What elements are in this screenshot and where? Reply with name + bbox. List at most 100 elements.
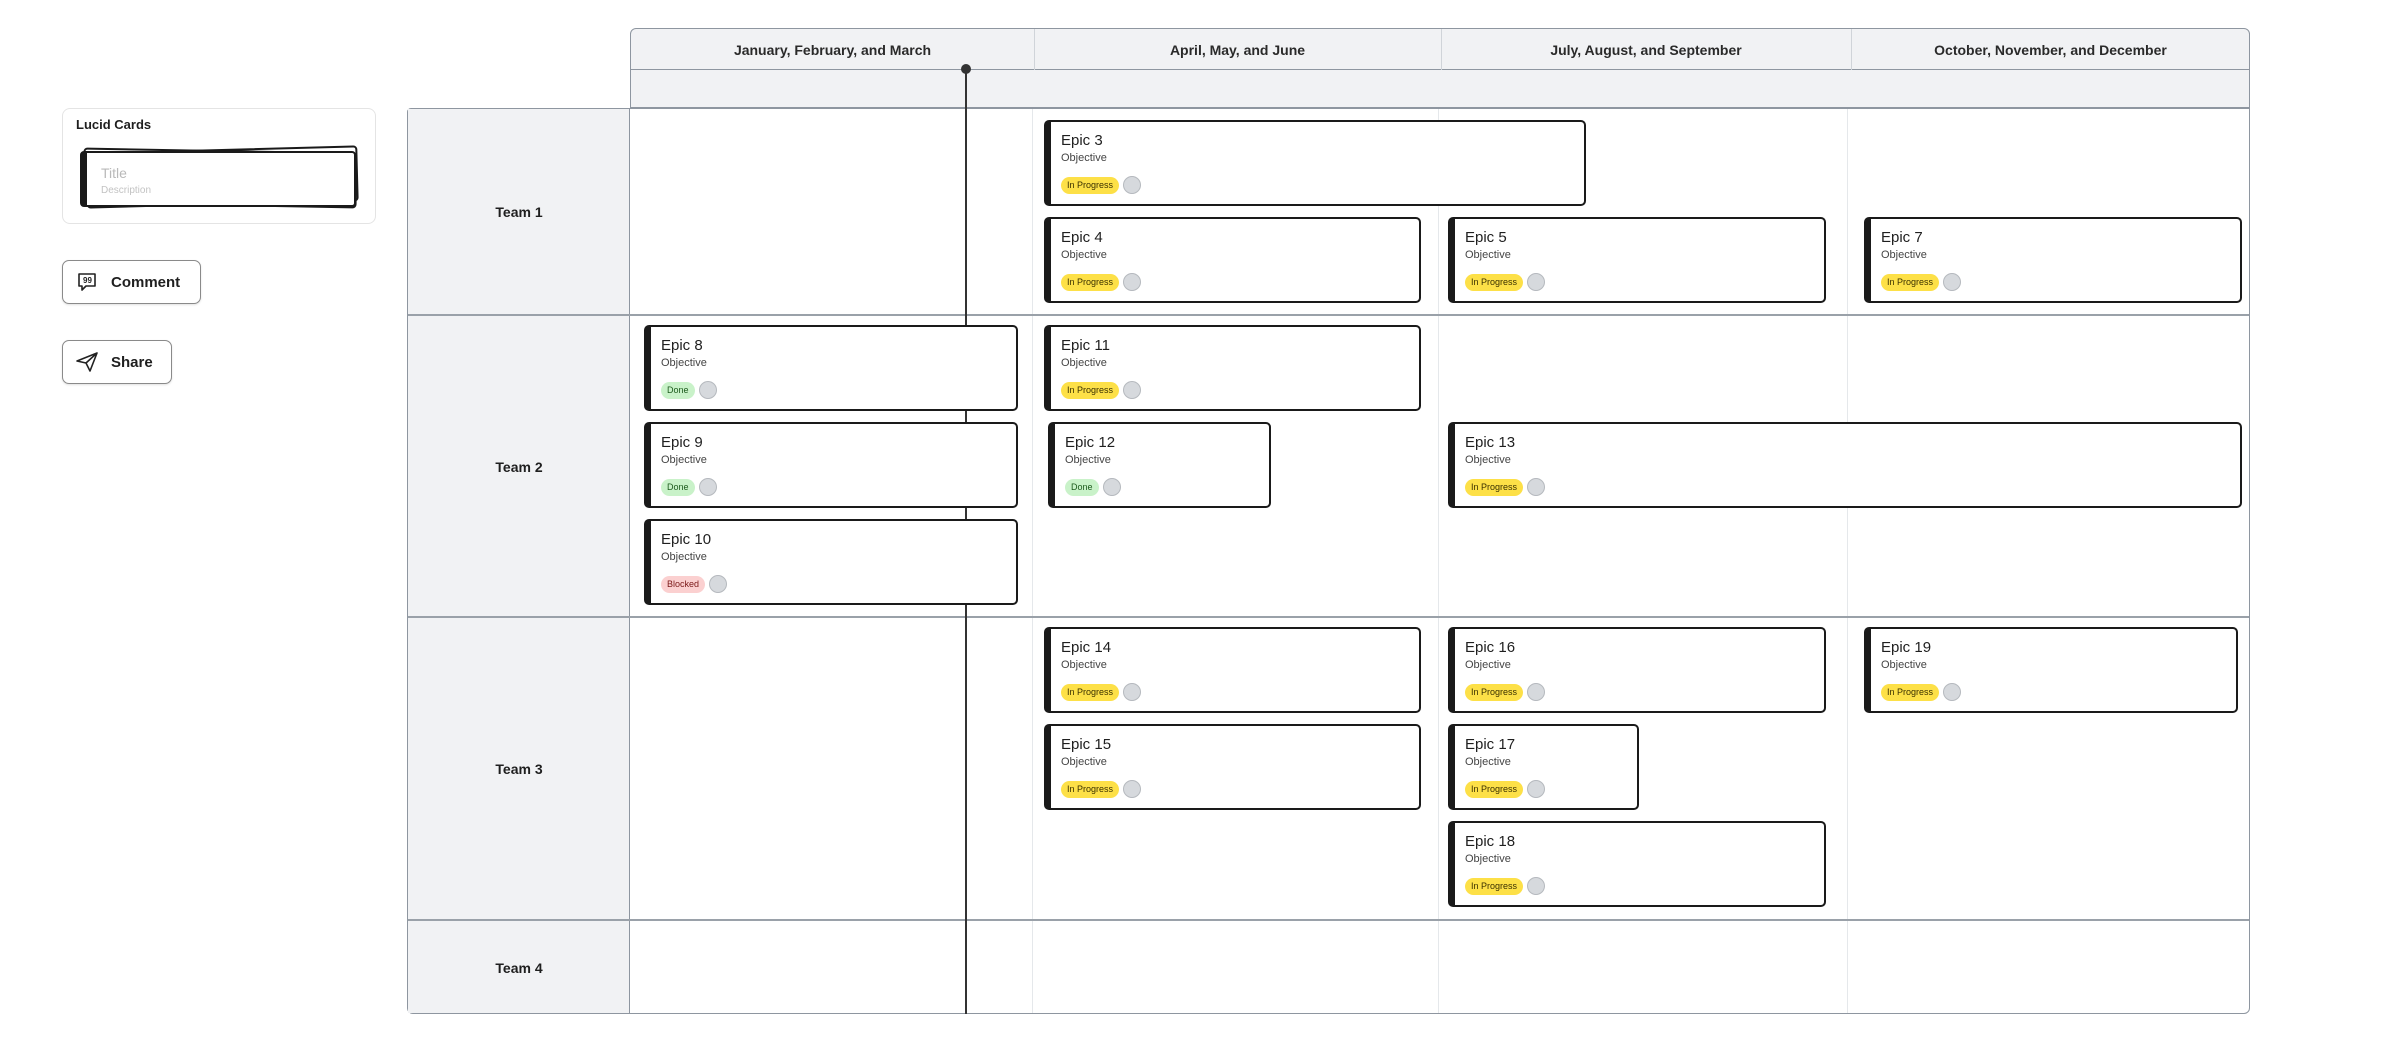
status-badge[interactable]: In Progress xyxy=(1465,683,1524,701)
assignee-avatar[interactable] xyxy=(1943,683,1962,701)
epic-card[interactable]: Epic 17 Objective In Progress xyxy=(1448,724,1639,810)
status-badge[interactable]: Done xyxy=(661,478,695,496)
epic-meta: Done xyxy=(661,381,717,399)
quarter-q4: October, November, and December xyxy=(1934,41,2167,58)
paper-plane-icon xyxy=(63,350,111,374)
card-preview-description: Description xyxy=(101,185,152,196)
status-badge[interactable]: In Progress xyxy=(1061,176,1120,194)
epic-title: Epic 13 xyxy=(1465,434,1516,451)
epic-card[interactable]: Epic 4 Objective In Progress xyxy=(1044,217,1421,303)
share-button[interactable]: Share xyxy=(62,340,172,384)
epic-card[interactable]: Epic 16 Objective In Progress xyxy=(1448,627,1826,713)
status-badge[interactable]: In Progress xyxy=(1061,683,1120,701)
status-badge[interactable]: Done xyxy=(661,381,695,399)
quarter-row: January, February, and March April, May,… xyxy=(631,29,2249,70)
epic-objective: Objective xyxy=(1061,756,1107,768)
epic-card[interactable]: Epic 10 Objective Blocked xyxy=(644,519,1018,605)
assignee-avatar[interactable] xyxy=(698,381,717,399)
status-badge[interactable]: In Progress xyxy=(1061,780,1120,798)
epic-title: Epic 17 xyxy=(1465,736,1516,753)
status-badge[interactable]: In Progress xyxy=(1465,273,1524,291)
status-badge[interactable]: In Progress xyxy=(1465,877,1524,895)
assignee-avatar[interactable] xyxy=(1527,273,1546,291)
status-badge[interactable]: Done xyxy=(1065,478,1099,496)
epic-objective: Objective xyxy=(661,551,707,563)
epic-title: Epic 10 xyxy=(661,531,712,548)
epic-objective: Objective xyxy=(1465,659,1511,671)
timeline-header: January, February, and March April, May,… xyxy=(630,28,2250,108)
epic-objective: Objective xyxy=(1465,249,1511,261)
epic-meta: In Progress xyxy=(1465,683,1546,701)
quarter-q2: April, May, and June xyxy=(1169,41,1306,58)
card-template-preview[interactable]: Title Description xyxy=(80,145,360,209)
quarter-q3: July, August, and September xyxy=(1550,41,1742,58)
epic-meta: In Progress xyxy=(1061,780,1142,798)
epic-card[interactable]: Epic 5 Objective In Progress xyxy=(1448,217,1826,303)
card-stack-front: Title Description xyxy=(80,151,356,207)
epic-objective: Objective xyxy=(1061,152,1107,164)
epic-title: Epic 8 xyxy=(661,337,703,354)
epic-card[interactable]: Epic 11 Objective In Progress xyxy=(1044,325,1421,411)
team-label-1: Team 1 xyxy=(495,204,543,220)
epic-card[interactable]: Epic 3 Objective In Progress xyxy=(1044,120,1586,206)
row-divider xyxy=(408,314,2249,316)
assignee-avatar[interactable] xyxy=(1527,780,1546,798)
assignee-avatar[interactable] xyxy=(1123,176,1142,194)
epic-objective: Objective xyxy=(1061,249,1107,261)
assignee-avatar[interactable] xyxy=(1123,683,1142,701)
epic-card[interactable]: Epic 7 Objective In Progress xyxy=(1864,217,2242,303)
assignee-avatar[interactable] xyxy=(1102,478,1121,496)
epic-title: Epic 18 xyxy=(1465,833,1516,850)
quarter-divider xyxy=(1441,29,1442,70)
epic-card[interactable]: Epic 8 Objective Done xyxy=(644,325,1018,411)
column-divider xyxy=(1847,109,1848,1013)
epic-title: Epic 16 xyxy=(1465,639,1516,656)
status-badge[interactable]: Blocked xyxy=(661,575,706,593)
assignee-avatar[interactable] xyxy=(1123,273,1142,291)
status-badge[interactable]: In Progress xyxy=(1061,381,1120,399)
assignee-avatar[interactable] xyxy=(698,478,717,496)
team-label-4: Team 4 xyxy=(495,960,543,976)
assignee-avatar[interactable] xyxy=(1527,478,1546,496)
column-divider xyxy=(1438,109,1439,1013)
epic-objective: Objective xyxy=(661,357,707,369)
epic-card[interactable]: Epic 19 Objective In Progress xyxy=(1864,627,2238,713)
team-column: Team 1 Team 2 Team 3 Team 4 xyxy=(408,109,630,1013)
epic-meta: In Progress xyxy=(1061,381,1142,399)
epic-card[interactable]: Epic 9 Objective Done xyxy=(644,422,1018,508)
today-marker-handle[interactable] xyxy=(961,64,971,74)
team-label-2: Team 2 xyxy=(495,458,543,475)
epic-card[interactable]: Epic 12 Objective Done xyxy=(1048,422,1271,508)
epic-title: Epic 19 xyxy=(1881,639,1932,656)
status-badge[interactable]: In Progress xyxy=(1465,780,1524,798)
epic-meta: In Progress xyxy=(1061,176,1142,194)
epic-title: Epic 9 xyxy=(661,434,703,451)
comment-icon: 99 xyxy=(63,271,111,293)
epic-meta: In Progress xyxy=(1465,478,1546,496)
epic-meta: In Progress xyxy=(1465,273,1546,291)
status-badge[interactable]: In Progress xyxy=(1881,683,1940,701)
epic-card[interactable]: Epic 18 Objective In Progress xyxy=(1448,821,1826,907)
epic-objective: Objective xyxy=(1465,853,1511,865)
epic-card[interactable]: Epic 15 Objective In Progress xyxy=(1044,724,1421,810)
assignee-avatar[interactable] xyxy=(1527,877,1546,895)
epic-objective: Objective xyxy=(661,454,707,466)
assignee-avatar[interactable] xyxy=(1527,683,1546,701)
assignee-avatar[interactable] xyxy=(1123,780,1142,798)
status-badge[interactable]: In Progress xyxy=(1465,478,1524,496)
assignee-avatar[interactable] xyxy=(709,575,728,593)
comment-button[interactable]: 99 Comment xyxy=(62,260,201,304)
epic-title: Epic 11 xyxy=(1061,337,1110,354)
epic-card[interactable]: Epic 14 Objective In Progress xyxy=(1044,627,1421,713)
epic-meta: Done xyxy=(661,478,717,496)
epic-objective: Objective xyxy=(1881,249,1927,261)
epic-card[interactable]: Epic 13 Objective In Progress xyxy=(1448,422,2242,508)
epic-title: Epic 12 xyxy=(1065,434,1116,451)
status-badge[interactable]: In Progress xyxy=(1061,273,1120,291)
epic-title: Epic 15 xyxy=(1061,736,1112,753)
epic-objective: Objective xyxy=(1061,659,1107,671)
assignee-avatar[interactable] xyxy=(1123,381,1142,399)
status-badge[interactable]: In Progress xyxy=(1881,273,1940,291)
assignee-avatar[interactable] xyxy=(1943,273,1962,291)
row-divider xyxy=(408,919,2249,921)
